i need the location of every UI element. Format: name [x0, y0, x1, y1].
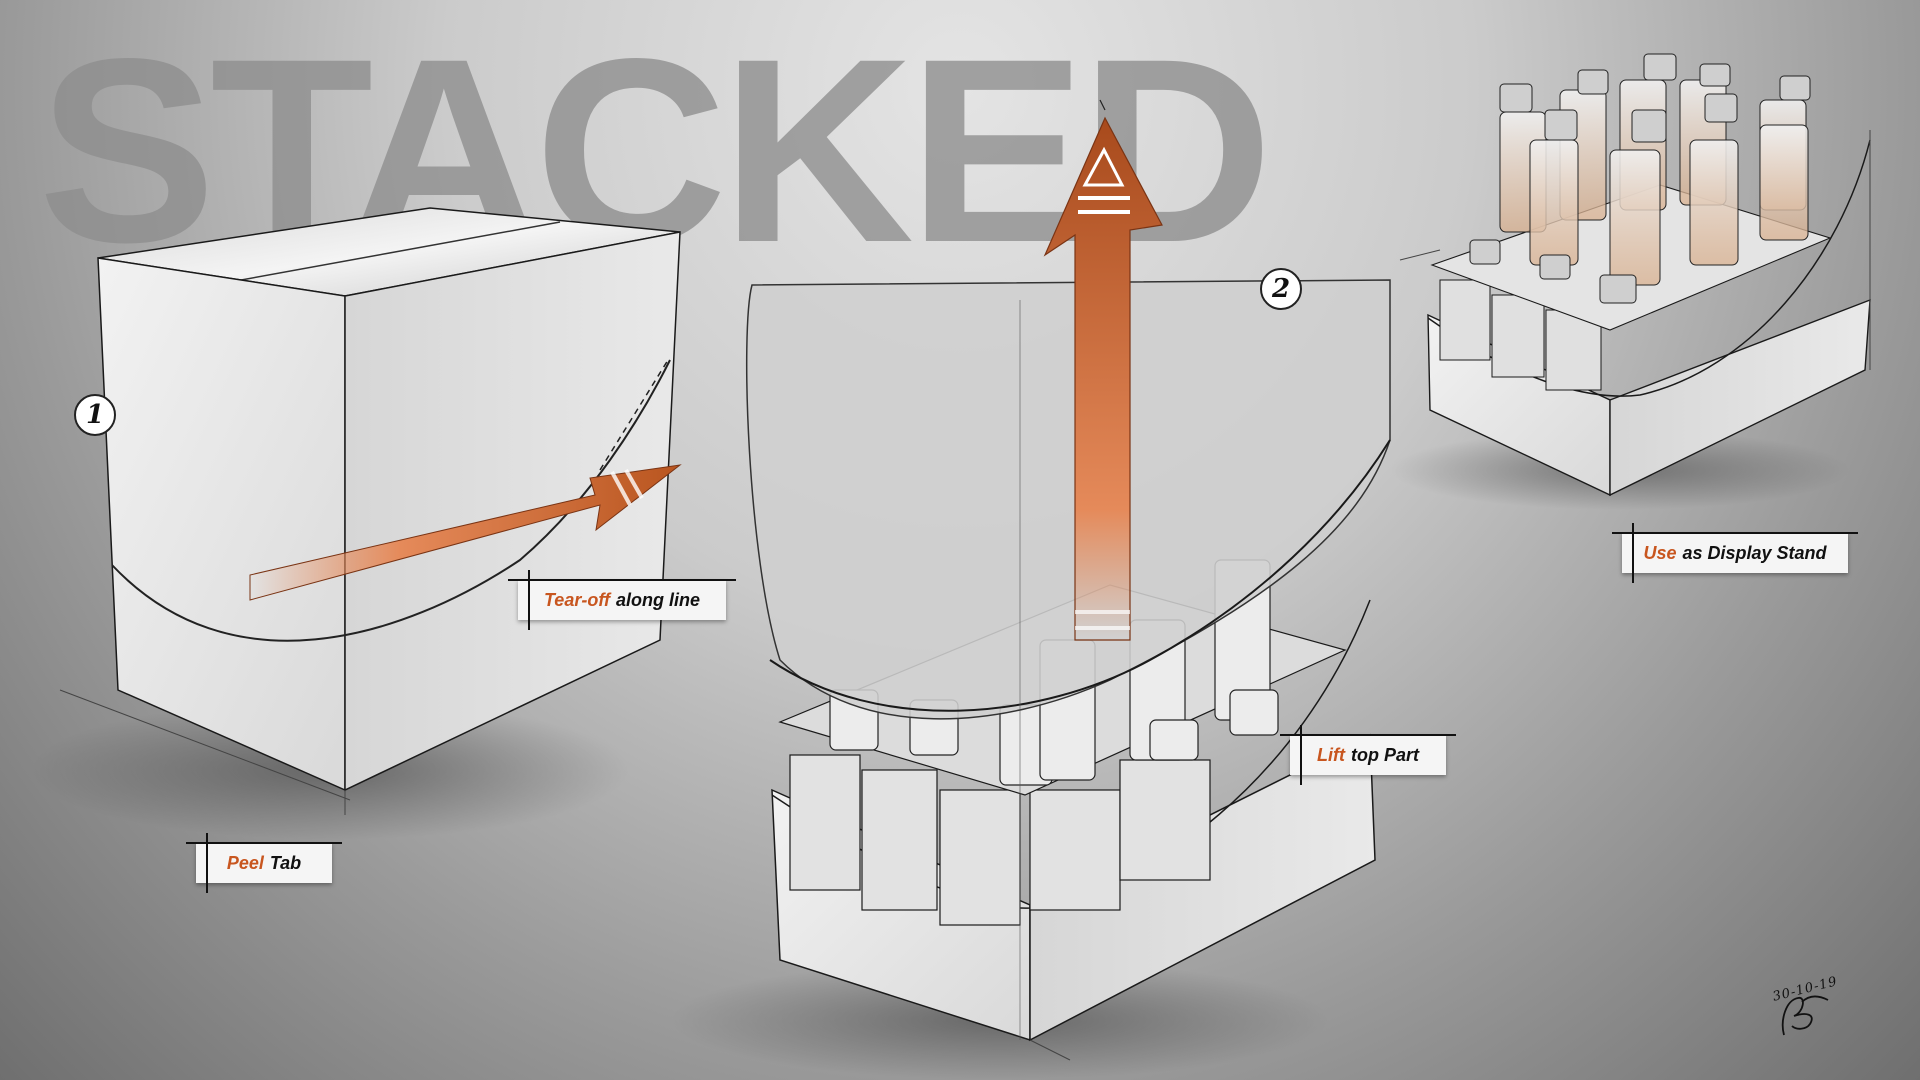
callout-peel-tab-text: Tab: [269, 852, 302, 873]
tear-arrow-icon: [249, 464, 682, 601]
step-badge-2: 2: [1260, 268, 1302, 310]
closed-box: [30, 207, 682, 840]
callout-display-stand: Use as Display Stand: [1612, 523, 1858, 583]
callout-tear-off-text: along line: [616, 589, 701, 610]
callout-peel-tab-accent: Peel: [226, 852, 264, 873]
display-stand-box: [1390, 53, 1871, 510]
lift-arrow-icon: [1043, 116, 1163, 641]
bottle-icon: [1469, 53, 1811, 304]
opened-box: [670, 99, 1391, 1080]
callout-display-stand-text: as Display Stand: [1682, 542, 1827, 563]
callout-tear-off-accent: Tear-off: [543, 589, 610, 610]
callout-lift-top-accent: Lift: [1317, 744, 1345, 765]
step-badge-1: 1: [74, 394, 116, 436]
callout-lift-top: Lift top Part: [1280, 725, 1456, 785]
callout-display-stand-accent: Use: [1643, 542, 1677, 563]
callout-lift-top-text: top Part: [1350, 744, 1419, 765]
callout-peel-tab: Peel Tab: [186, 833, 342, 893]
callout-tear-off: Tear-off along line: [508, 570, 736, 630]
signature-mark: [1781, 995, 1829, 1036]
